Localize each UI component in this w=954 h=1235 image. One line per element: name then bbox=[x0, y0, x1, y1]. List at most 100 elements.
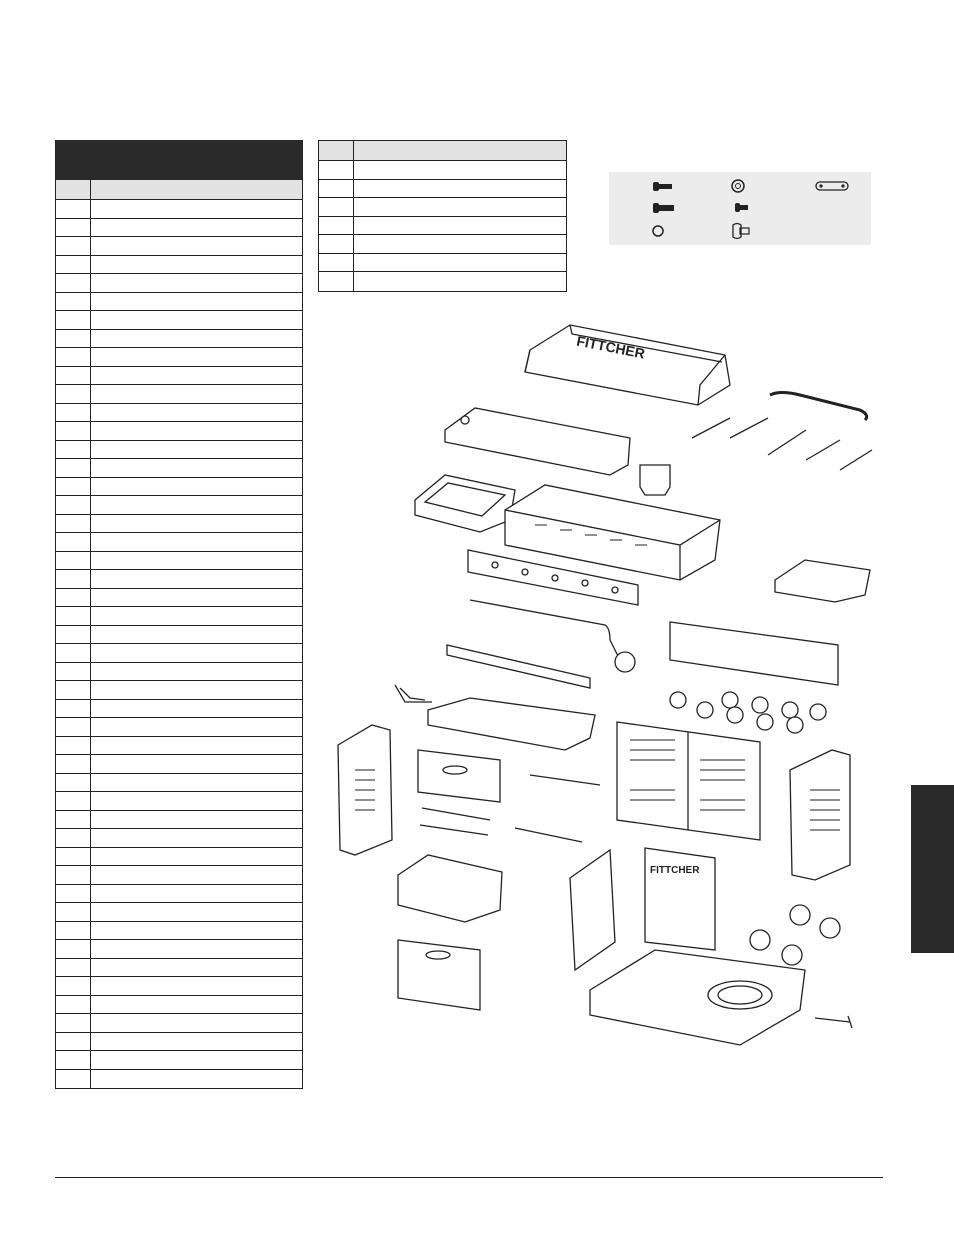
table-header-row bbox=[56, 180, 302, 200]
part-number-cell bbox=[56, 625, 91, 643]
drawer-front bbox=[417, 749, 501, 803]
table-row bbox=[319, 161, 566, 180]
gas-manifold bbox=[469, 599, 636, 673]
hardware-pack-box bbox=[609, 172, 871, 245]
table-row bbox=[56, 274, 302, 293]
part-description-cell bbox=[91, 792, 302, 810]
part-number-cell bbox=[56, 533, 91, 551]
part-number-cell bbox=[56, 1051, 91, 1069]
part-description-cell bbox=[91, 274, 302, 292]
short-bolt-icon bbox=[735, 203, 748, 212]
table-row bbox=[56, 940, 302, 959]
table-row bbox=[56, 718, 302, 737]
table-row bbox=[319, 253, 566, 272]
table-row bbox=[56, 329, 302, 348]
table-row bbox=[56, 847, 302, 866]
part-description-cell bbox=[91, 219, 302, 237]
table-row bbox=[56, 440, 302, 459]
grill-lid: FITTCHER bbox=[524, 324, 731, 406]
part-description-cell bbox=[91, 755, 302, 773]
part-number-cell bbox=[56, 477, 91, 495]
part-description-cell bbox=[91, 848, 302, 866]
part-number-cell bbox=[56, 958, 91, 976]
firebox bbox=[504, 484, 721, 581]
part-number-cell bbox=[56, 459, 91, 477]
part-description-cell bbox=[91, 496, 302, 514]
part-number-cell bbox=[56, 940, 91, 958]
part-number-cell bbox=[56, 995, 91, 1013]
part-number-cell bbox=[56, 866, 91, 884]
part-description-cell bbox=[91, 681, 302, 699]
table-row bbox=[319, 235, 566, 254]
part-description-cell bbox=[91, 1070, 302, 1089]
part-number-cell bbox=[56, 218, 91, 236]
table-row bbox=[56, 200, 302, 219]
part-description-cell bbox=[91, 237, 302, 255]
part-description-cell bbox=[91, 607, 302, 625]
part-number-cell bbox=[56, 570, 91, 588]
table-row bbox=[56, 903, 302, 922]
part-description-cell bbox=[354, 198, 566, 216]
leveling-bolt bbox=[814, 1015, 853, 1029]
part-description-cell bbox=[91, 626, 302, 644]
cabinet-side-left bbox=[337, 724, 393, 856]
table-row bbox=[56, 255, 302, 274]
part-description-cell bbox=[91, 348, 302, 366]
bracket-icon bbox=[815, 181, 849, 191]
heat-shield bbox=[446, 644, 591, 689]
cabinet-doors bbox=[616, 721, 761, 841]
table-row bbox=[56, 1051, 302, 1070]
part-number-cell bbox=[56, 348, 91, 366]
cabinet-door-front: FITTCHER bbox=[644, 847, 716, 951]
part-description-cell bbox=[91, 737, 302, 755]
warming-tray bbox=[444, 407, 631, 476]
parts-list-table bbox=[55, 140, 303, 1089]
part-number-cell bbox=[56, 607, 91, 625]
part-number-cell bbox=[56, 810, 91, 828]
table-row bbox=[56, 977, 302, 996]
part-number-cell bbox=[56, 311, 91, 329]
part-number-cell bbox=[56, 681, 91, 699]
part-description-cell bbox=[91, 367, 302, 385]
table-row bbox=[319, 198, 566, 217]
part-description-cell bbox=[91, 552, 302, 570]
part-number-cell bbox=[56, 274, 91, 292]
screw-icon bbox=[732, 222, 750, 240]
cart-base bbox=[589, 949, 806, 1046]
table-row bbox=[319, 179, 566, 198]
table-row bbox=[56, 237, 302, 256]
right-control-panel bbox=[669, 621, 839, 686]
table-title-bar bbox=[56, 140, 302, 180]
part-description-cell bbox=[91, 404, 302, 422]
part-number-cell bbox=[56, 903, 91, 921]
table-row bbox=[56, 995, 302, 1014]
front-panel bbox=[467, 549, 639, 606]
table-row bbox=[56, 311, 302, 330]
table-row bbox=[56, 866, 302, 885]
part-description-cell bbox=[91, 1014, 302, 1032]
table-row bbox=[56, 514, 302, 533]
part-description-cell bbox=[91, 1033, 302, 1051]
part-description-cell bbox=[91, 515, 302, 533]
part-number-cell bbox=[319, 272, 354, 291]
cabinet-door-single bbox=[569, 848, 616, 972]
part-description-cell bbox=[91, 700, 302, 718]
washer-icon bbox=[731, 179, 745, 193]
table-row bbox=[56, 348, 302, 367]
part-number-cell bbox=[56, 718, 91, 736]
part-number-cell bbox=[56, 366, 91, 384]
drawer-rails bbox=[419, 774, 601, 843]
column-header-description bbox=[354, 141, 566, 160]
part-number-cell bbox=[56, 255, 91, 273]
part-description-cell bbox=[354, 272, 566, 291]
part-description-cell bbox=[91, 311, 302, 329]
part-number-cell bbox=[56, 551, 91, 569]
part-description-cell bbox=[91, 441, 302, 459]
table-row bbox=[56, 681, 302, 700]
side-shelf-right bbox=[774, 559, 871, 603]
table-row bbox=[56, 810, 302, 829]
burner-tubes bbox=[691, 417, 873, 471]
table-row bbox=[56, 662, 302, 681]
part-description-cell bbox=[91, 829, 302, 847]
table-row bbox=[56, 366, 302, 385]
